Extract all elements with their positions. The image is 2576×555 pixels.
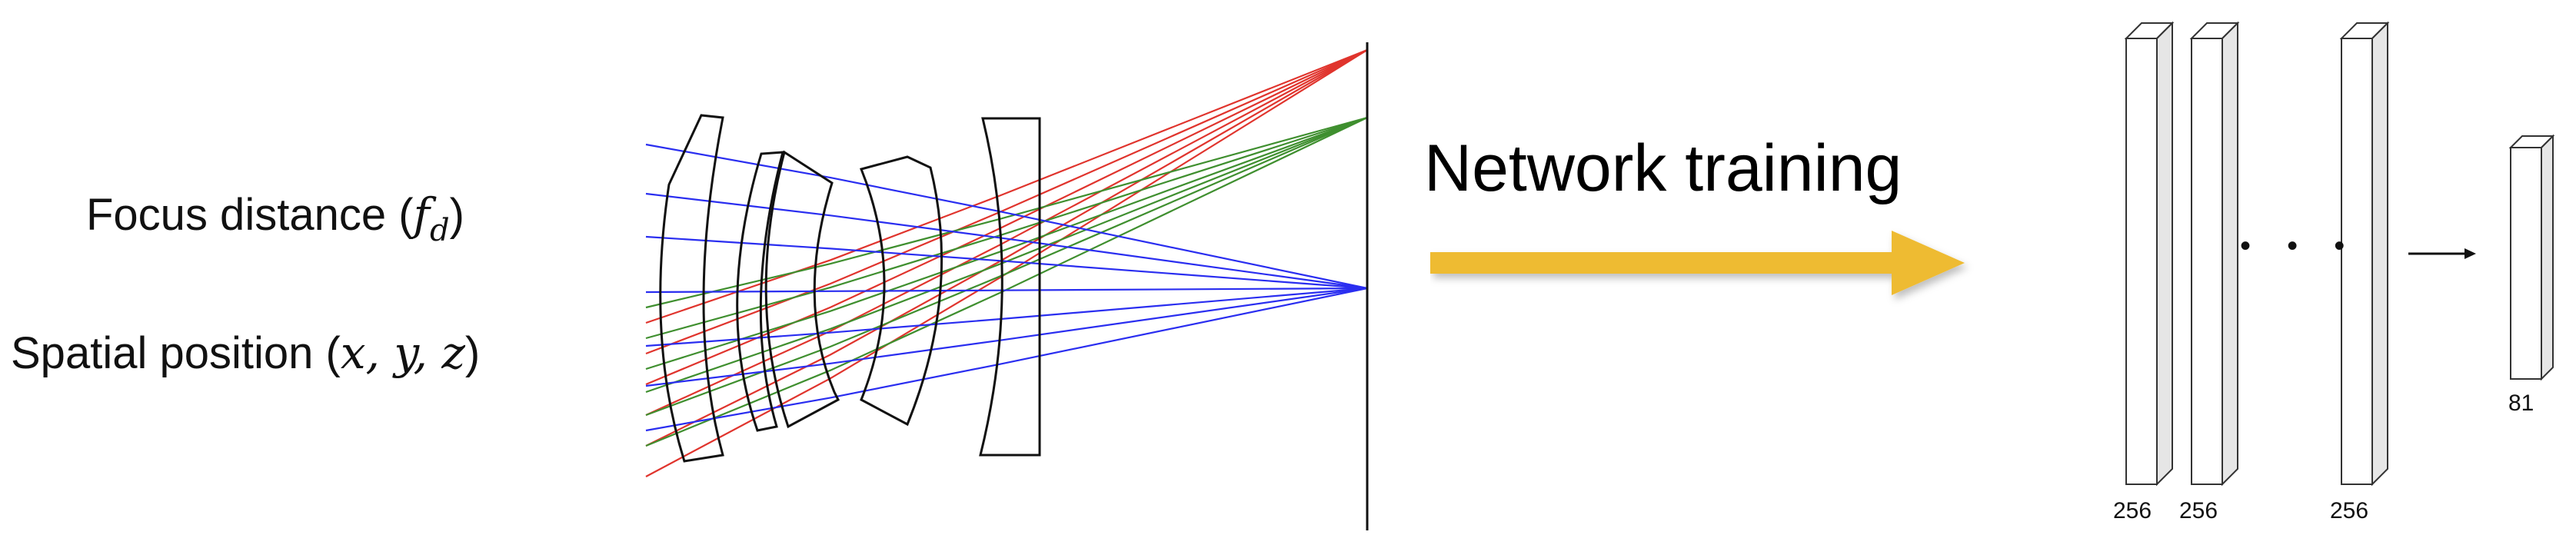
- light-ray-1: [645, 49, 1368, 477]
- focus-distance-label: Focus distance (fd): [86, 188, 464, 248]
- lens-2: [736, 151, 784, 432]
- light-ray-2: [645, 49, 1368, 447]
- light-ray-9: [645, 116, 1368, 394]
- light-ray-17: [645, 287, 1368, 347]
- spatial-position-label: Spatial position (x, y, z): [11, 327, 481, 379]
- arrow-shape: [1430, 231, 1965, 295]
- position-symbols: x, y, z: [340, 327, 465, 379]
- focus-subscript: d: [430, 213, 450, 248]
- light-ray-11: [645, 116, 1368, 340]
- light-ray-15: [645, 235, 1368, 290]
- hidden-layer-2: [2189, 21, 2240, 487]
- light-ray-14: [645, 192, 1368, 290]
- focus-distance-text: Focus distance: [86, 190, 387, 240]
- focus-symbol: f: [413, 188, 431, 241]
- light-ray-8: [645, 116, 1368, 417]
- output-arrow-head: [2465, 248, 2476, 259]
- layer-size-1: 256: [2113, 498, 2152, 523]
- hidden-layer-1: [2124, 21, 2175, 487]
- lens-5: [979, 117, 1041, 457]
- light-ray-7: [645, 117, 1368, 447]
- lens-4: [859, 155, 944, 427]
- light-ray-13: [645, 143, 1368, 290]
- layer-size-3: 256: [2330, 498, 2369, 523]
- spatial-position-text: Spatial position: [11, 328, 314, 378]
- network-training-label: Network training: [1424, 131, 1902, 205]
- layer-ellipsis: • • •: [2240, 229, 2359, 263]
- lens-elements: [659, 114, 1041, 463]
- output-size: 81: [2508, 390, 2534, 416]
- output-layer: [2508, 134, 2555, 381]
- lens-1: [659, 114, 724, 463]
- layer-size-2: 256: [2179, 498, 2218, 523]
- network-layers: [2124, 21, 2555, 487]
- light-ray-3: [645, 49, 1368, 417]
- training-arrow: [1430, 231, 1965, 295]
- lens-3: [764, 150, 840, 429]
- ray-bundle: [645, 48, 1368, 477]
- light-ray-18: [645, 287, 1368, 387]
- lens-ray-diagram: [645, 42, 1369, 530]
- hidden-layer-3: [2339, 21, 2390, 487]
- light-ray-19: [645, 287, 1368, 432]
